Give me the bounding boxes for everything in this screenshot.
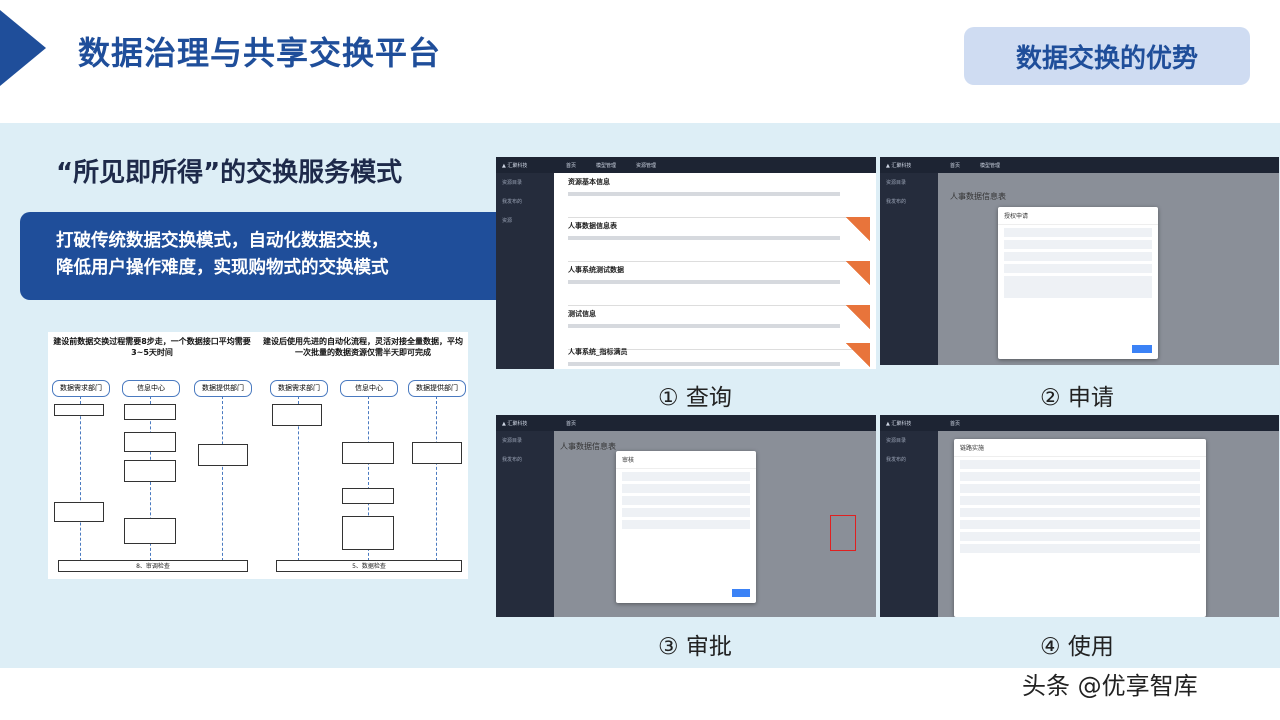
lane-info-center: 信息中心 — [122, 380, 180, 397]
result-card-title: 人事数据信息表 — [568, 222, 617, 230]
lane-demand: 数据需求部门 — [52, 380, 110, 397]
page-heading: 人事数据信息表 — [560, 442, 616, 451]
flow-step — [342, 488, 394, 504]
flow-step — [272, 404, 322, 426]
lane-provider: 数据提供部门 — [194, 380, 252, 397]
screenshot-apply: ▲ 汇聚科技首页模型管理 资源目录我发布的 人事数据信息表 授权申请 — [880, 157, 1279, 365]
watermark: 头条 @优享智库 — [1022, 672, 1198, 700]
flow-step — [412, 442, 462, 464]
approve-dialog: 审核 — [616, 451, 756, 603]
flow-bottom-left: 8、审调检查 — [58, 560, 248, 572]
lane-provider-after: 数据提供部门 — [408, 380, 466, 397]
section-subtitle: “所见即所得”的交换服务模式 — [56, 158, 403, 188]
flowchart-right-caption: 建设后使用先进的自动化流程，灵活对接全量数据，平均一次批量的数据资源仅需半天即可… — [263, 337, 463, 357]
dialog-title: 链路实施 — [954, 439, 1206, 457]
lane-demand-after: 数据需求部门 — [270, 380, 328, 397]
highlight-box: 打破传统数据交换模式，自动化数据交换， 降低用户操作难度，实现购物式的交换模式 — [20, 212, 522, 300]
lane-info-center-after: 信息中心 — [340, 380, 398, 397]
flow-step — [124, 432, 176, 452]
highlight-line-1: 打破传统数据交换模式，自动化数据交换， — [56, 231, 389, 251]
flowchart-left-caption: 建设前数据交换过程需要8步走，一个数据接口平均需要3~5天时间 — [53, 337, 251, 357]
result-card-title: 人事系统_指标满员 — [568, 348, 628, 356]
flow-step — [124, 518, 176, 544]
flow-step — [124, 460, 176, 482]
screenshot-query: ▲ 汇聚科技首页模型管理资源管理 资源目录我发布的资源 资源基本信息 人事数据信… — [496, 157, 876, 369]
header-arrow — [0, 10, 46, 86]
dialog-title: 授权申请 — [998, 207, 1158, 225]
flow-step — [54, 502, 104, 522]
flow-step — [124, 404, 176, 420]
result-card-title: 测试信息 — [568, 310, 596, 318]
result-card-title: 资源基本信息 — [568, 178, 610, 186]
apply-dialog: 授权申请 — [998, 207, 1158, 359]
step-label-use: ④ 使用 — [1040, 634, 1114, 660]
page-title: 数据治理与共享交换平台 — [78, 34, 442, 72]
page-heading: 人事数据信息表 — [950, 192, 1006, 201]
flow-step — [342, 442, 394, 464]
screenshot-approve: ▲ 汇聚科技首页 资源目录我发布的 人事数据信息表 审核 — [496, 415, 876, 617]
step-label-apply: ② 申请 — [1040, 385, 1114, 411]
section-badge: 数据交换的优势 — [964, 27, 1250, 85]
dialog-title: 审核 — [616, 451, 756, 469]
flow-step — [198, 444, 248, 466]
step-label-query: ① 查询 — [658, 385, 732, 411]
flowchart-comparison: 建设前数据交换过程需要8步走，一个数据接口平均需要3~5天时间 建设后使用先进的… — [48, 332, 468, 579]
screenshot-use: ▲ 汇聚科技首页 资源目录我发布的 链路实施 — [880, 415, 1279, 617]
use-dialog: 链路实施 — [954, 439, 1206, 617]
highlight-line-2: 降低用户操作难度，实现购物式的交换模式 — [56, 258, 389, 278]
flow-step — [342, 516, 394, 550]
flow-step — [54, 404, 104, 416]
flow-bottom-right: 5、数据检查 — [276, 560, 462, 572]
result-card-title: 人事系统测试数据 — [568, 266, 624, 274]
step-label-approve: ③ 审批 — [658, 634, 732, 660]
